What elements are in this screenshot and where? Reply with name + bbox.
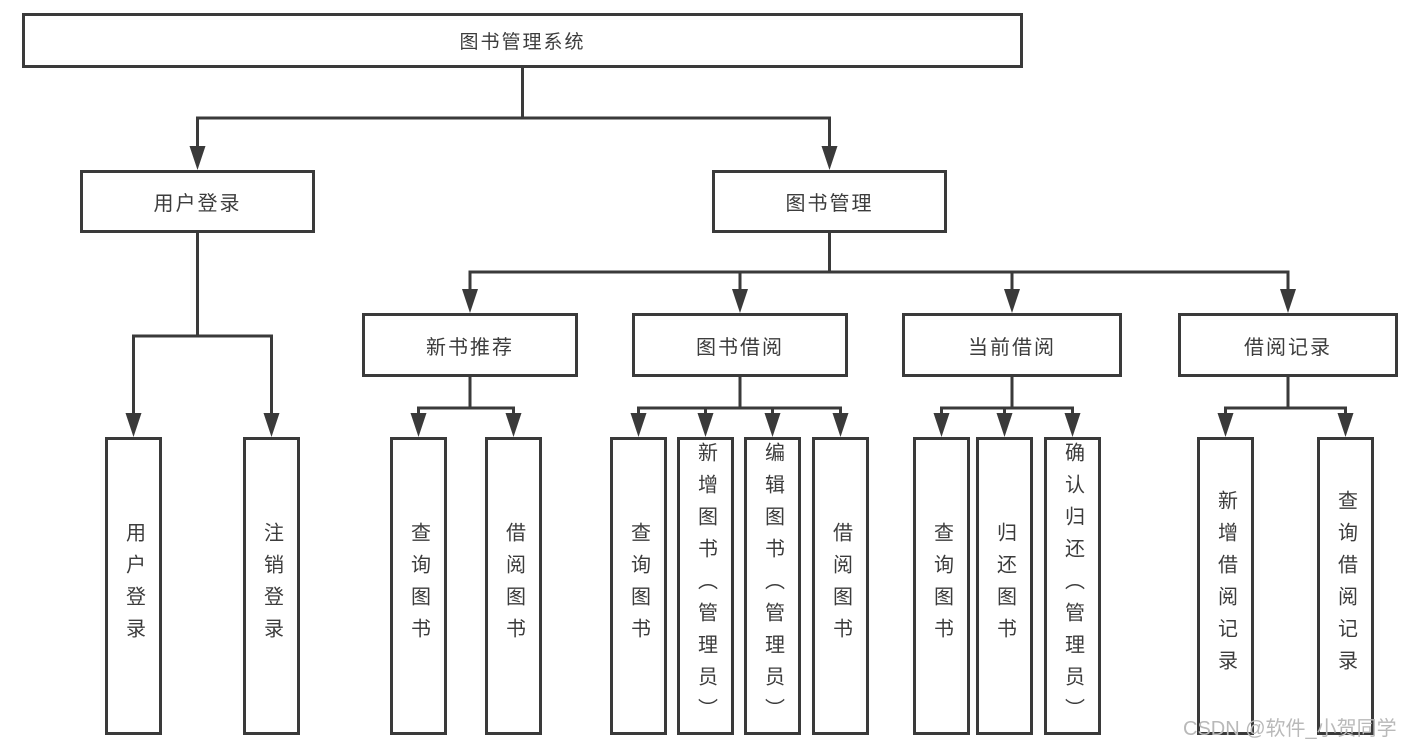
leaf-label: 用户登录 xyxy=(122,522,145,650)
connector-line xyxy=(417,377,515,414)
connector-line xyxy=(196,68,831,147)
leaf-add-book-admin: 新增图书（管理员） xyxy=(677,437,734,735)
leaf-borrowing-query-books: 查询图书 xyxy=(610,437,667,735)
leaf-recommend-borrow-books: 借阅图书 xyxy=(485,437,542,735)
connector-line xyxy=(468,233,1290,290)
connector-line xyxy=(637,377,842,414)
watermark-text: CSDN @软件_小贺同学 xyxy=(1183,718,1397,740)
leaf-user-login: 用户登录 xyxy=(105,437,162,735)
node-new-book-recommendation: 新书推荐 xyxy=(362,313,578,377)
connector-root-to-level2 xyxy=(189,68,838,170)
node-label: 用户登录 xyxy=(153,193,242,215)
arrowhead xyxy=(263,413,280,437)
leaf-recommend-query-books: 查询图书 xyxy=(390,437,447,735)
node-root-system: 图书管理系统 xyxy=(22,13,1023,68)
leaf-query-borrow-record: 查询借阅记录 xyxy=(1317,437,1374,735)
leaf-label: 查询图书 xyxy=(627,522,650,650)
connector-records-to-leaves xyxy=(1217,377,1354,437)
connector-login-to-leaves xyxy=(125,233,280,437)
node-label: 新书推荐 xyxy=(426,336,514,359)
node-label: 当前借阅 xyxy=(968,336,1056,359)
arrowhead xyxy=(1337,413,1354,437)
arrowhead xyxy=(832,413,849,437)
connector-borrow-to-leaves xyxy=(630,377,849,437)
arrowhead xyxy=(933,413,950,437)
arrowhead xyxy=(410,413,427,437)
node-label: 图书借阅 xyxy=(696,336,784,359)
leaf-label: 借阅图书 xyxy=(829,522,852,650)
connector-recommend-to-leaves xyxy=(410,377,522,437)
leaf-label: 借阅图书 xyxy=(502,522,525,650)
connector-current-to-leaves xyxy=(933,377,1081,437)
node-user-login: 用户登录 xyxy=(80,170,315,233)
arrowhead xyxy=(764,413,781,437)
arrowhead xyxy=(505,413,522,437)
connector-management-to-level3 xyxy=(462,233,1296,313)
connector-line xyxy=(132,233,273,414)
node-label: 借阅记录 xyxy=(1244,336,1332,359)
leaf-label: 注销登录 xyxy=(260,522,283,650)
leaf-current-query-books: 查询图书 xyxy=(913,437,970,735)
node-label: 图书管理 xyxy=(785,193,874,215)
node-book-management: 图书管理 xyxy=(712,170,947,233)
leaf-label: 确认归还（管理员） xyxy=(1061,442,1084,730)
leaf-label: 归还图书 xyxy=(993,522,1016,650)
leaf-label: 查询图书 xyxy=(407,522,430,650)
arrowhead xyxy=(732,289,748,313)
arrowhead xyxy=(697,413,714,437)
leaf-label: 新增借阅记录 xyxy=(1214,490,1237,682)
node-label: 图书管理系统 xyxy=(459,32,586,53)
leaf-edit-book-admin: 编辑图书（管理员） xyxy=(744,437,801,735)
arrowhead xyxy=(1004,289,1020,313)
arrowhead xyxy=(1217,413,1234,437)
arrowhead xyxy=(630,413,647,437)
arrowhead xyxy=(462,289,478,313)
leaf-label: 新增图书（管理员） xyxy=(694,442,717,730)
node-borrowing-records: 借阅记录 xyxy=(1178,313,1398,377)
leaf-return-book: 归还图书 xyxy=(976,437,1033,735)
node-current-borrowing: 当前借阅 xyxy=(902,313,1122,377)
leaf-label: 编辑图书（管理员） xyxy=(761,442,784,730)
leaf-label: 查询图书 xyxy=(930,522,953,650)
leaf-add-borrow-record: 新增借阅记录 xyxy=(1197,437,1254,735)
connector-line xyxy=(1224,377,1347,414)
connector-line xyxy=(940,377,1074,414)
arrowhead xyxy=(1064,413,1081,437)
arrowhead xyxy=(996,413,1013,437)
arrowhead xyxy=(1280,289,1296,313)
node-book-borrowing: 图书借阅 xyxy=(632,313,848,377)
leaf-borrowing-borrow-books: 借阅图书 xyxy=(812,437,869,735)
arrowhead xyxy=(125,413,142,437)
arrowhead xyxy=(189,146,206,170)
leaf-label: 查询借阅记录 xyxy=(1334,490,1357,682)
leaf-confirm-return-admin: 确认归还（管理员） xyxy=(1044,437,1101,735)
leaf-logout: 注销登录 xyxy=(243,437,300,735)
arrowhead xyxy=(821,146,838,170)
